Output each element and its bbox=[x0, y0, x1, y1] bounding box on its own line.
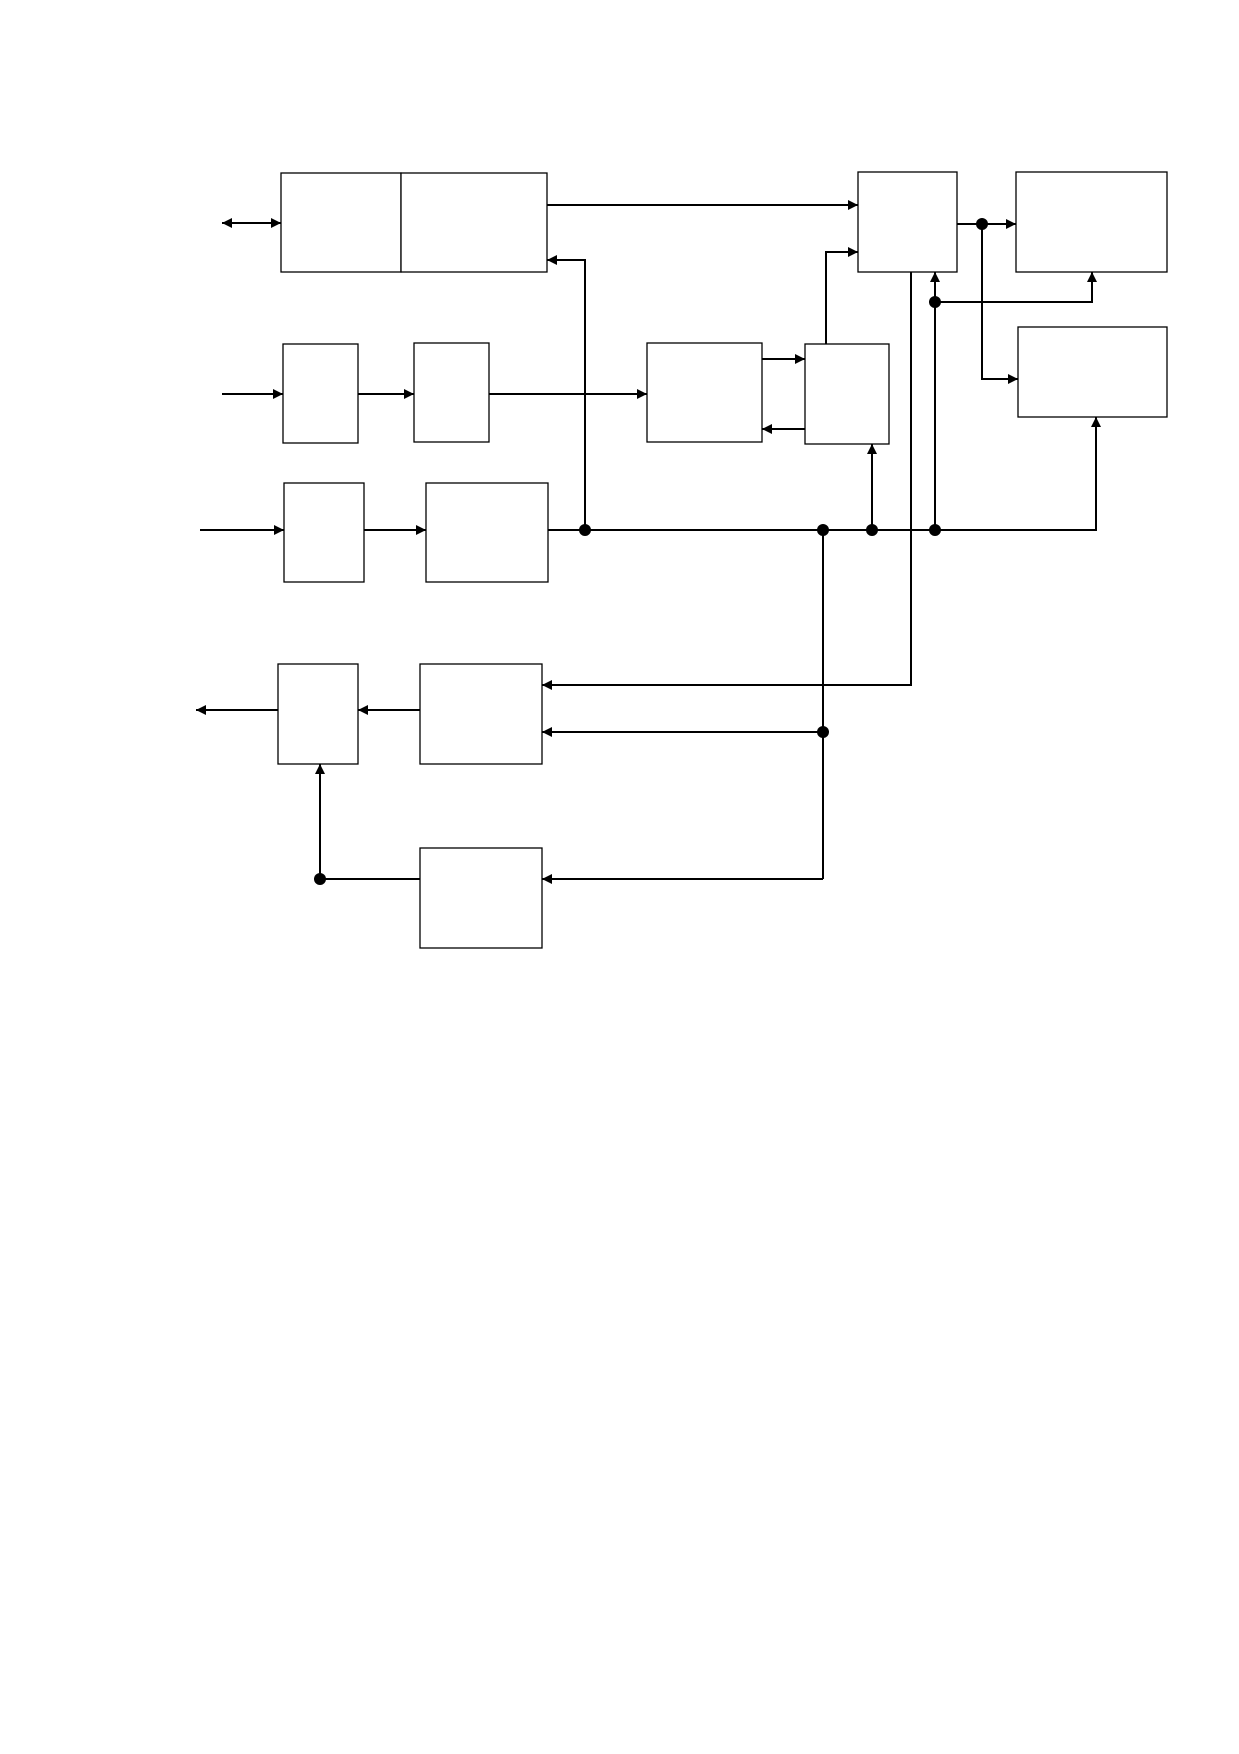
junction-dot bbox=[929, 524, 941, 536]
main-bus-line bbox=[548, 417, 1101, 531]
input-stage-2b bbox=[425, 482, 549, 583]
output-stage-left bbox=[277, 663, 359, 765]
feedback-block bbox=[419, 847, 543, 949]
converter-to-central-arrow bbox=[825, 247, 858, 344]
central-unit bbox=[857, 171, 958, 273]
bus-to-interface-arrow bbox=[547, 255, 586, 530]
output-unit-top bbox=[1015, 171, 1168, 273]
output-unit-middle bbox=[1017, 326, 1168, 418]
input-stage-1a bbox=[282, 343, 359, 444]
junction-dot bbox=[817, 524, 829, 536]
central-to-output-middle-arrow bbox=[981, 224, 1018, 384]
junction-dot bbox=[314, 873, 326, 885]
input-stage-2a bbox=[283, 482, 365, 583]
junction-dot bbox=[929, 296, 941, 308]
junction-dot bbox=[976, 218, 988, 230]
converter-block bbox=[804, 343, 890, 445]
junction-dot bbox=[817, 726, 829, 738]
central-to-driver-arrow bbox=[542, 272, 912, 690]
input-stage-1b bbox=[413, 342, 490, 443]
interface-unit-right bbox=[400, 172, 548, 273]
bus-to-output-top-arrow bbox=[935, 272, 1097, 303]
junction-dot bbox=[579, 524, 591, 536]
interface-unit-left bbox=[280, 172, 402, 273]
output-driver bbox=[419, 663, 543, 765]
processor-block bbox=[646, 342, 763, 443]
junction-dot bbox=[866, 524, 878, 536]
